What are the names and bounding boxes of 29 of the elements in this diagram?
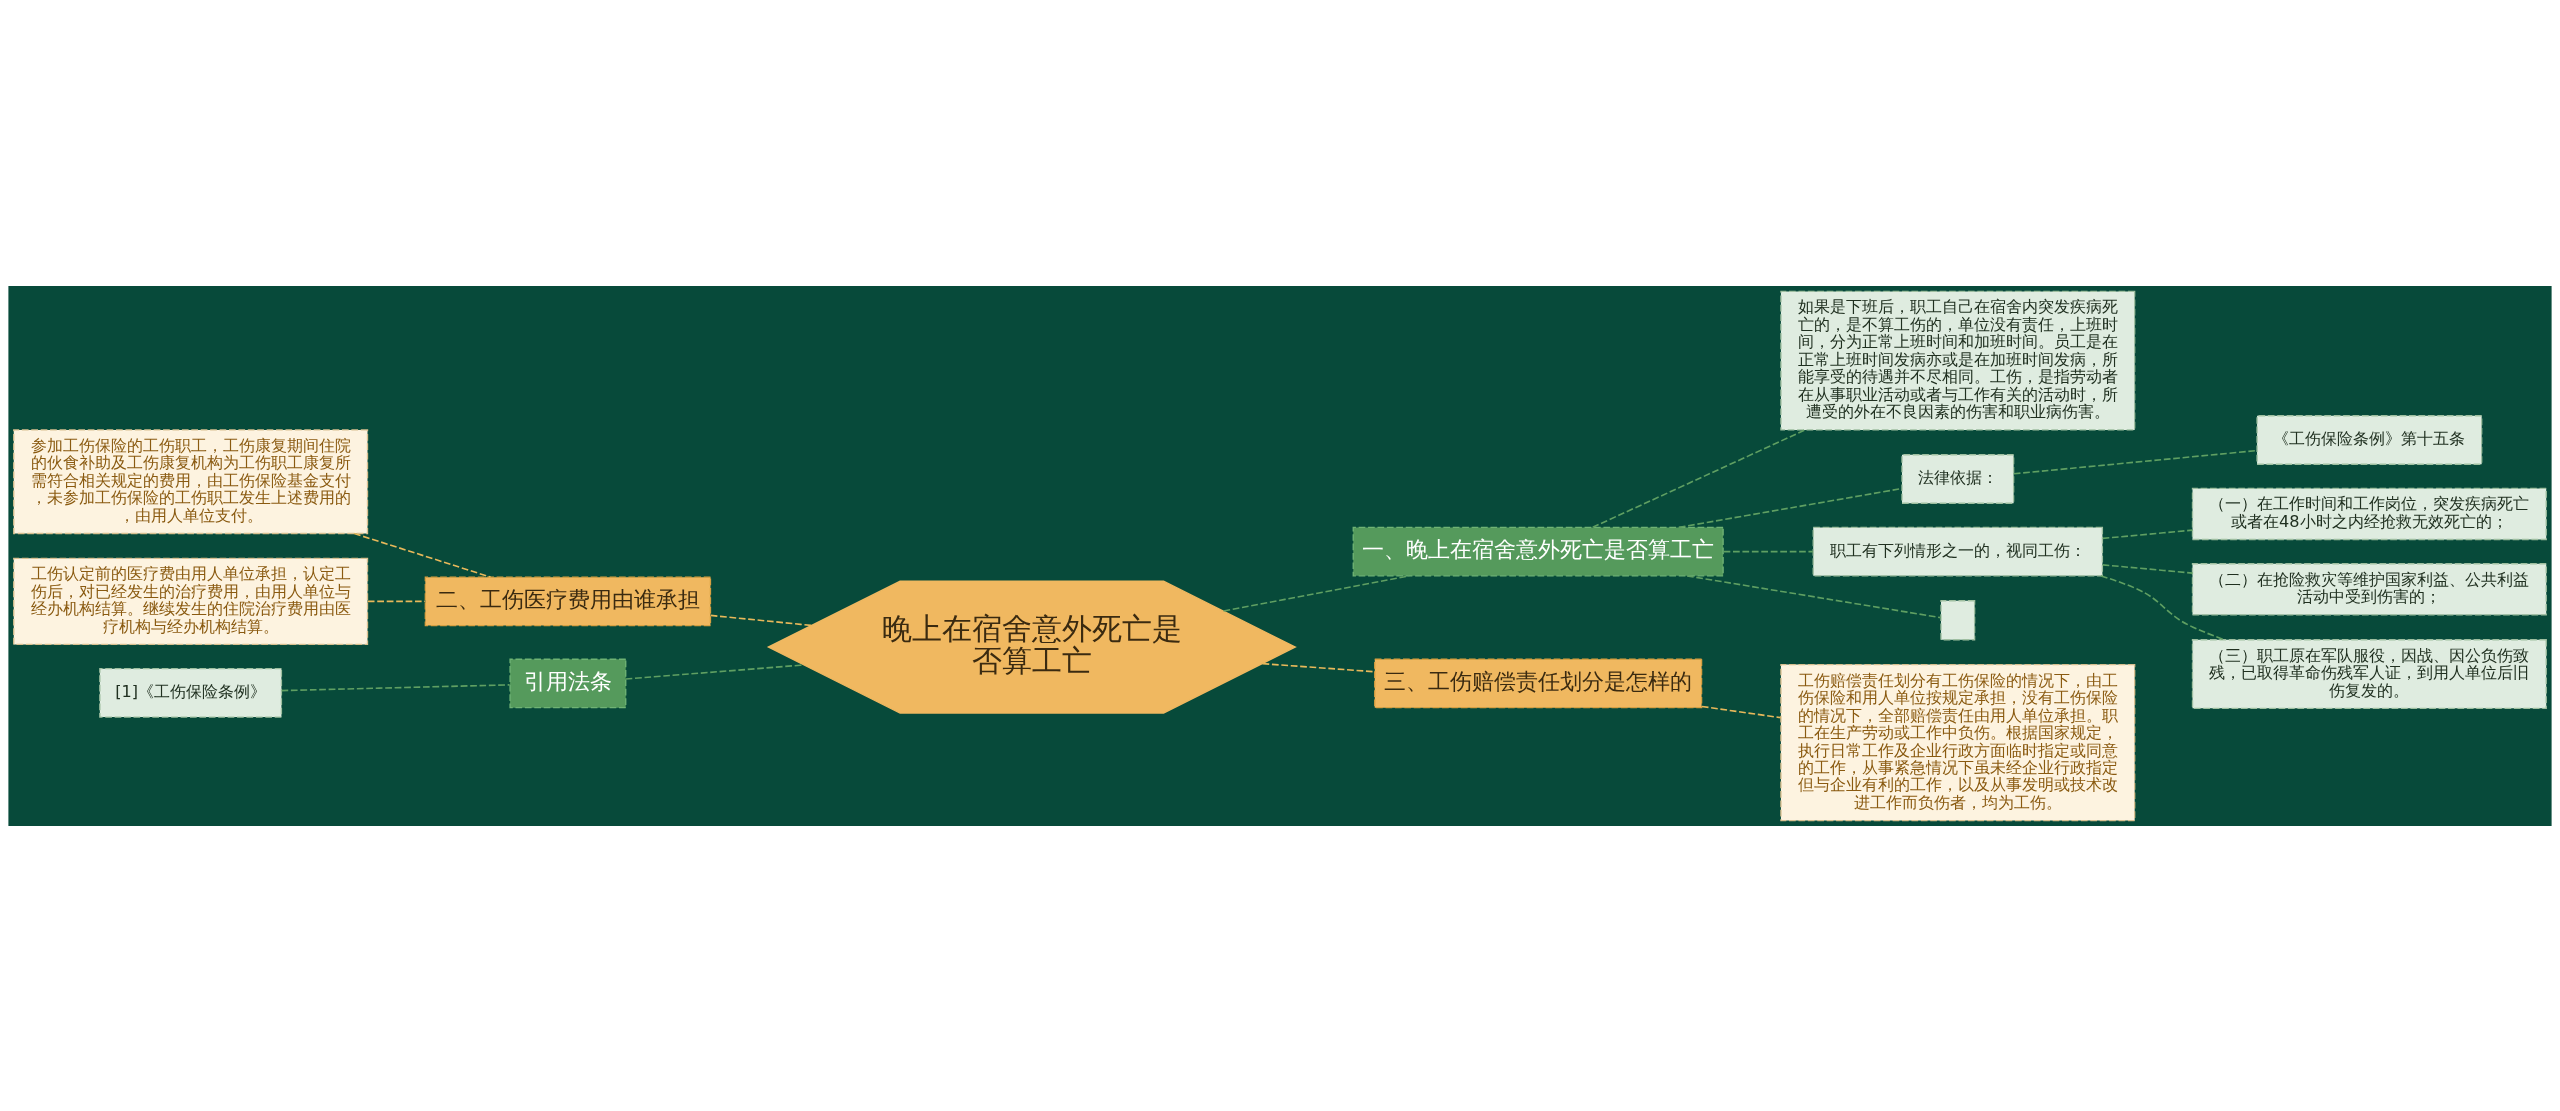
node-box: （三）职工原在军队服役，因战、因公负伤致残，已取得革命伤残军人证，到用人单位后旧伤复发的。 xyxy=(2191,638,2547,709)
node-box: （二）在抢险救灾等维护国家利益、公共利益活动中受到伤害的； xyxy=(2191,562,2547,615)
node-box: [1]《工伤保险条例》 xyxy=(99,667,283,718)
node-box: 一、晚上在宿舍意外死亡是否算工亡 xyxy=(1352,526,1724,576)
connector xyxy=(2013,449,2258,475)
node-box: 参加工伤保险的工伤职工，工伤康复期间住院的伙食补助及工伤康复机构为工伤职工康复所需符合相关规定的费用，由工伤保险基金支付，未参加工伤保险的工伤职工发生上述费用的，由用人单位支付。 xyxy=(13,428,369,534)
node-box: 三、工伤赔偿责任划分是怎样的 xyxy=(1374,658,1703,708)
node-box xyxy=(1940,599,1976,640)
node-box: 工伤认定前的医疗费由用人单位承担，认定工伤后，对已经发生的治疗费用，由用人单位与经办机构结算。继续发生的住院治疗费用由医疗机构与经办机构结算。 xyxy=(13,557,369,645)
connector xyxy=(2101,563,2194,574)
connector xyxy=(1722,550,1814,552)
connector xyxy=(1591,428,1806,528)
connector xyxy=(2100,574,2225,640)
node-box: （一）在工作时间和工作岗位，突发疾病死亡或者在48小时之内经抢救无效死亡的； xyxy=(2191,487,2547,540)
node-box: 《工伤保险条例》第十五条 xyxy=(2256,414,2483,465)
connector xyxy=(280,683,511,691)
node-box: 法律依据： xyxy=(1901,453,2015,504)
connector xyxy=(2101,528,2194,539)
connector xyxy=(366,600,426,602)
node-box: 工伤赔偿责任划分有工伤保险的情况下，由工伤保险和用人单位按规定承担，没有工伤保险的情况下，全部赔偿责任由用人单位承担。职工在生产劳动或工作中负伤。根据国家规定，执行日常工作及企业行政方面临时指定或同意的工作，从事紧急情况下虽未经企业行政指定但与企业有利的工作，以及从事发明或技术改进工作而负伤者，均为工伤。 xyxy=(1780,663,2136,821)
connector xyxy=(1261,662,1376,673)
node-box: 二、工伤医疗费用由谁承担 xyxy=(424,576,712,626)
connector xyxy=(353,532,492,578)
node-box: 如果是下班后，职工自己在宿舍内突发疾病死亡的，是不算工伤的，单位没有责任，上班时间，分为正常上班时间和加班时间。员工是在正常上班时间发病亦或是在加班时间发病，所能享受的待遇并不尽相同。工伤，是指劳动者在从事职业活动或者与工作有关的活动时，所遭受的外在不良因素的伤害和职业病伤害。 xyxy=(1780,290,2136,431)
node-box: 职工有下列情形之一的，视同工伤： xyxy=(1812,526,2104,576)
connector xyxy=(1686,574,1942,618)
node-box: 引用法条 xyxy=(509,658,627,708)
connector xyxy=(709,614,813,626)
connector xyxy=(1701,705,1782,718)
